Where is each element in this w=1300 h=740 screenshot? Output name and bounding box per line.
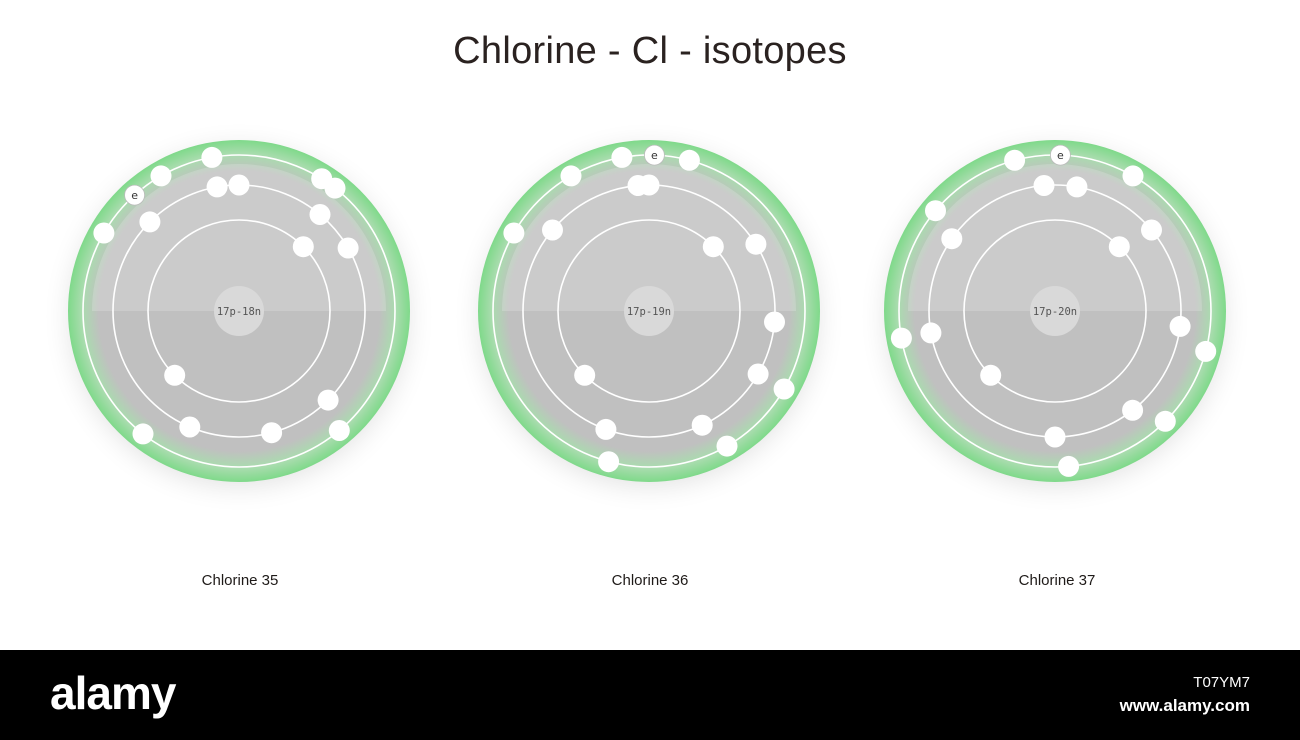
electron [890,327,912,349]
bohr-model-chlorine-37: 17p-20n e [884,140,1226,485]
atom-chlorine-37: 17p-20n e [884,140,1226,485]
electron-symbol: e [1057,149,1064,162]
electron [1066,176,1088,198]
electron [206,176,228,198]
nucleus [214,286,264,336]
electron [598,451,620,473]
electron [179,416,201,438]
electron-symbol: e [131,189,138,202]
watermark-footer: alamy T07YM7 www.alamy.com [0,650,1300,740]
electron [1195,340,1217,362]
electron-labelled [124,184,145,206]
diagram-title: Chlorine - Cl - isotopes [453,30,847,72]
electron [1044,426,1066,448]
electron [1154,410,1176,432]
nucleus [624,286,674,336]
atom-chlorine-36: 17p-19n e [478,140,820,485]
disc-highlight [502,164,796,311]
electron [292,236,314,258]
caption-chlorine-36: Chlorine 36 [611,572,689,589]
electron [1004,149,1026,171]
electron [1058,455,1080,477]
electron-labelled [1049,144,1071,166]
electron-labelled [643,144,665,166]
disc-highlight [908,164,1202,311]
watermark-logo: alamy [50,667,176,719]
atom-chlorine-35: 17p-18n e [68,140,410,485]
electron [716,435,738,457]
electron [773,378,795,400]
electron [678,149,700,171]
electron [611,146,633,168]
electron [980,364,1002,386]
nucleus-label: 17p-19n [627,306,671,318]
orbit-shell-1 [82,154,396,468]
electron [1122,165,1144,187]
electron [747,363,769,385]
electron [627,175,649,196]
bohr-model-chlorine-36: 17p-19n e [478,140,820,485]
electron [1033,175,1055,196]
caption-chlorine-35: Chlorine 35 [201,572,279,589]
orbit-shell-3 [963,219,1147,403]
electron [309,204,331,225]
bohr-model-chlorine-35: 17p-18n e [68,140,410,485]
electron [201,146,223,168]
electron [574,364,596,386]
electron [702,236,724,258]
electron [150,165,172,187]
electron [164,364,186,386]
electron [1108,236,1130,258]
electron [745,233,767,255]
electron [139,211,161,233]
electron [941,228,963,250]
nucleus-label: 17p-20n [1033,306,1077,318]
watermark-image-id: T07YM7 [1193,674,1250,691]
electron [1122,399,1144,421]
orbit-shell-3 [147,219,331,403]
electron [311,168,333,190]
disc-highlight [92,164,386,311]
electron [261,422,283,444]
electron [328,420,350,441]
electron [228,174,250,196]
electron [764,311,785,333]
electron [920,322,942,344]
electron [93,222,115,244]
electron [503,222,525,244]
nucleus-label: 17p-18n [217,306,261,318]
watermark-site: www.alamy.com [1119,696,1250,715]
electron [542,219,563,241]
electron [925,200,946,222]
electron [691,414,713,436]
nucleus [1030,286,1080,336]
electron-symbol: e [651,149,658,162]
electron [317,389,339,411]
orbit-shell-3 [557,219,741,403]
electron [1169,315,1191,337]
electron [337,237,359,259]
electron [132,423,154,445]
electron [1141,219,1162,241]
caption-chlorine-37: Chlorine 37 [1018,572,1096,589]
electron [595,418,617,440]
electron [560,165,582,187]
